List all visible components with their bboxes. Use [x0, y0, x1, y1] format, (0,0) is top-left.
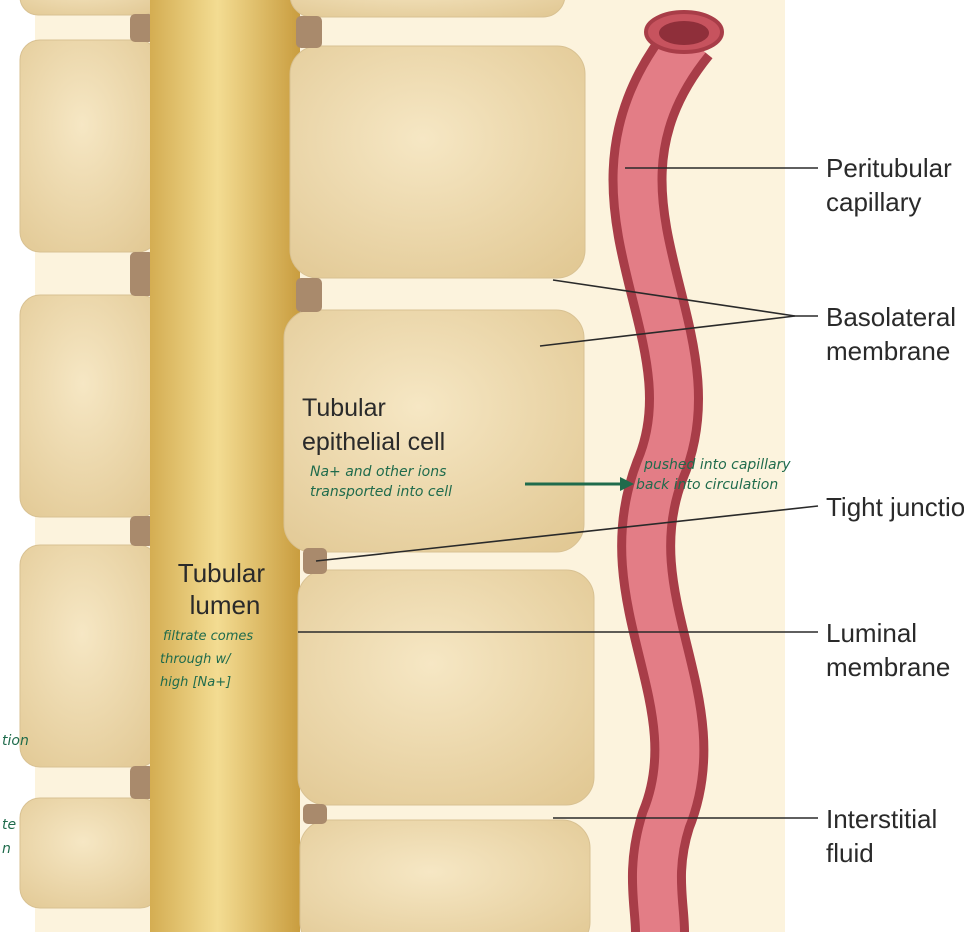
leader-basolateral-2 [539, 315, 796, 347]
note-cell-ion-transport: Na+ and other ions transported into cell [310, 464, 452, 500]
capillary-tube-highlight [617, 27, 706, 932]
right-cell [297, 569, 595, 806]
ion-transport-arrow [525, 477, 634, 491]
left-cell-column [19, 0, 161, 909]
leader-basolateral-1 [552, 279, 796, 317]
note-left-partial: tion te n [2, 733, 33, 857]
tight-junction [303, 548, 327, 574]
left-junction [130, 14, 154, 42]
label-interstitial-fluid: Interstitial fluid [826, 804, 945, 868]
left-cell [19, 39, 159, 253]
left-cell [19, 0, 161, 16]
left-junction [130, 252, 154, 296]
peritubular-capillary [608, 10, 724, 932]
capillary-inner [659, 21, 709, 45]
label-basolateral-membrane: Basolateral membrane [826, 302, 963, 366]
leader-lines [298, 167, 819, 819]
right-cell [299, 819, 591, 932]
arrow-head [620, 477, 634, 491]
right-junction [303, 804, 327, 824]
label-peritubular-capillary: Peritubular capillary [826, 153, 959, 217]
right-cell [283, 309, 585, 553]
left-junction [130, 766, 154, 799]
label-luminal-membrane: Luminal membrane [826, 618, 950, 682]
label-tubular-lumen: Tubular lumen [178, 558, 272, 620]
label-tight-junction: Tight junction [826, 492, 964, 522]
left-cell [19, 294, 161, 518]
leader-tight-junction [315, 505, 819, 562]
label-tubular-epithelial-cell: Tubular epithelial cell [302, 394, 445, 456]
left-cell [19, 544, 159, 768]
right-junction [296, 278, 322, 312]
left-junction [130, 516, 154, 546]
right-cell [289, 45, 586, 279]
note-filtrate: filtrate comes through w/ high [Na+] [160, 629, 257, 690]
left-cell [19, 797, 161, 909]
tubular-lumen [150, 0, 300, 932]
right-cell-column [283, 0, 595, 932]
right-cell [290, 0, 565, 18]
note-capillary-circulation: pushed into capillary back into circulat… [636, 457, 795, 493]
right-junction [296, 16, 322, 48]
